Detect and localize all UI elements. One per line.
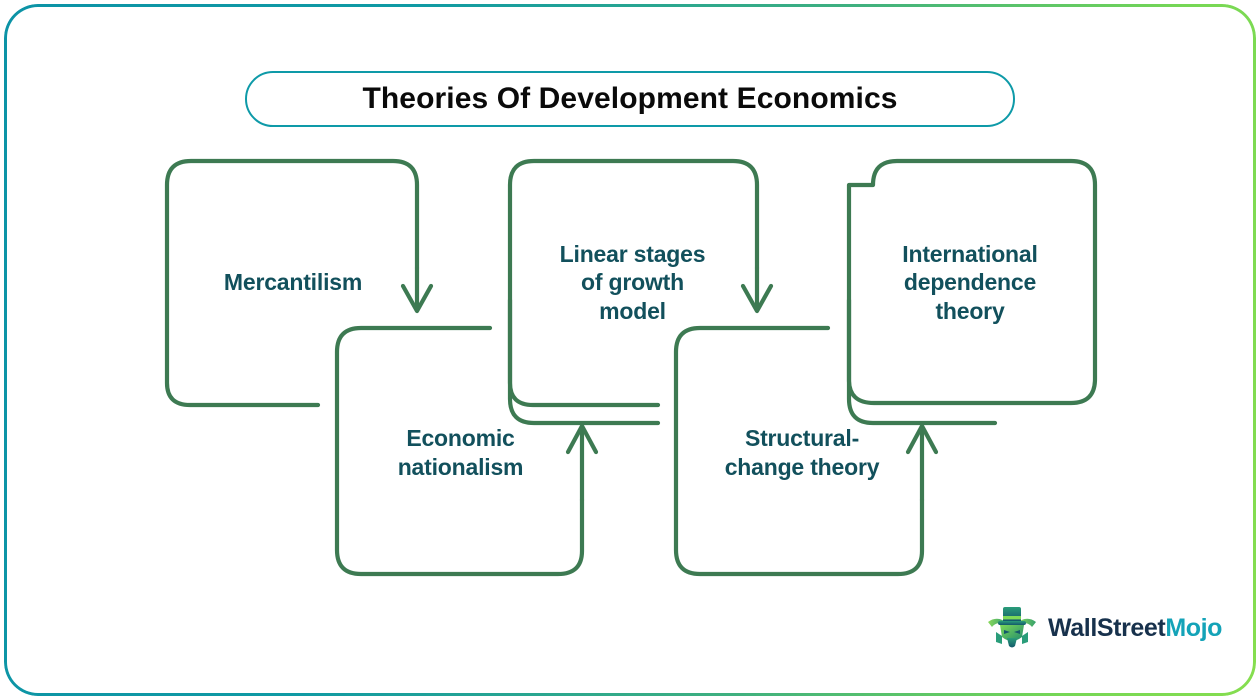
box-5-outline (846, 158, 1098, 406)
box-1-outline (164, 158, 420, 408)
box-2-outline (334, 325, 585, 577)
box-3-outline (507, 158, 760, 408)
connector-2-to-3-arrowhead (565, 423, 599, 455)
box-2-right-edge (507, 297, 661, 426)
bull-mascot-top-hat-icon (988, 607, 1036, 648)
box-4-right-edge (846, 297, 998, 426)
title-pill: Theories Of Development Economics (245, 71, 1015, 127)
logo-text-wallstreet: WallStreet (1048, 613, 1166, 642)
box-4-outline (673, 325, 925, 577)
page-title: Theories Of Development Economics (362, 82, 898, 115)
logo-text-mojo: Mojo (1165, 613, 1223, 642)
wallstreetmojo-logo[interactable]: WallStreetMojo (986, 600, 1222, 656)
connector-1-to-2-arrowhead (400, 283, 434, 314)
connector-4-to-5-arrowhead (905, 423, 939, 455)
logo-wordmark: WallStreetMojo (1048, 614, 1222, 643)
connector-3-to-4-arrowhead (740, 283, 774, 314)
